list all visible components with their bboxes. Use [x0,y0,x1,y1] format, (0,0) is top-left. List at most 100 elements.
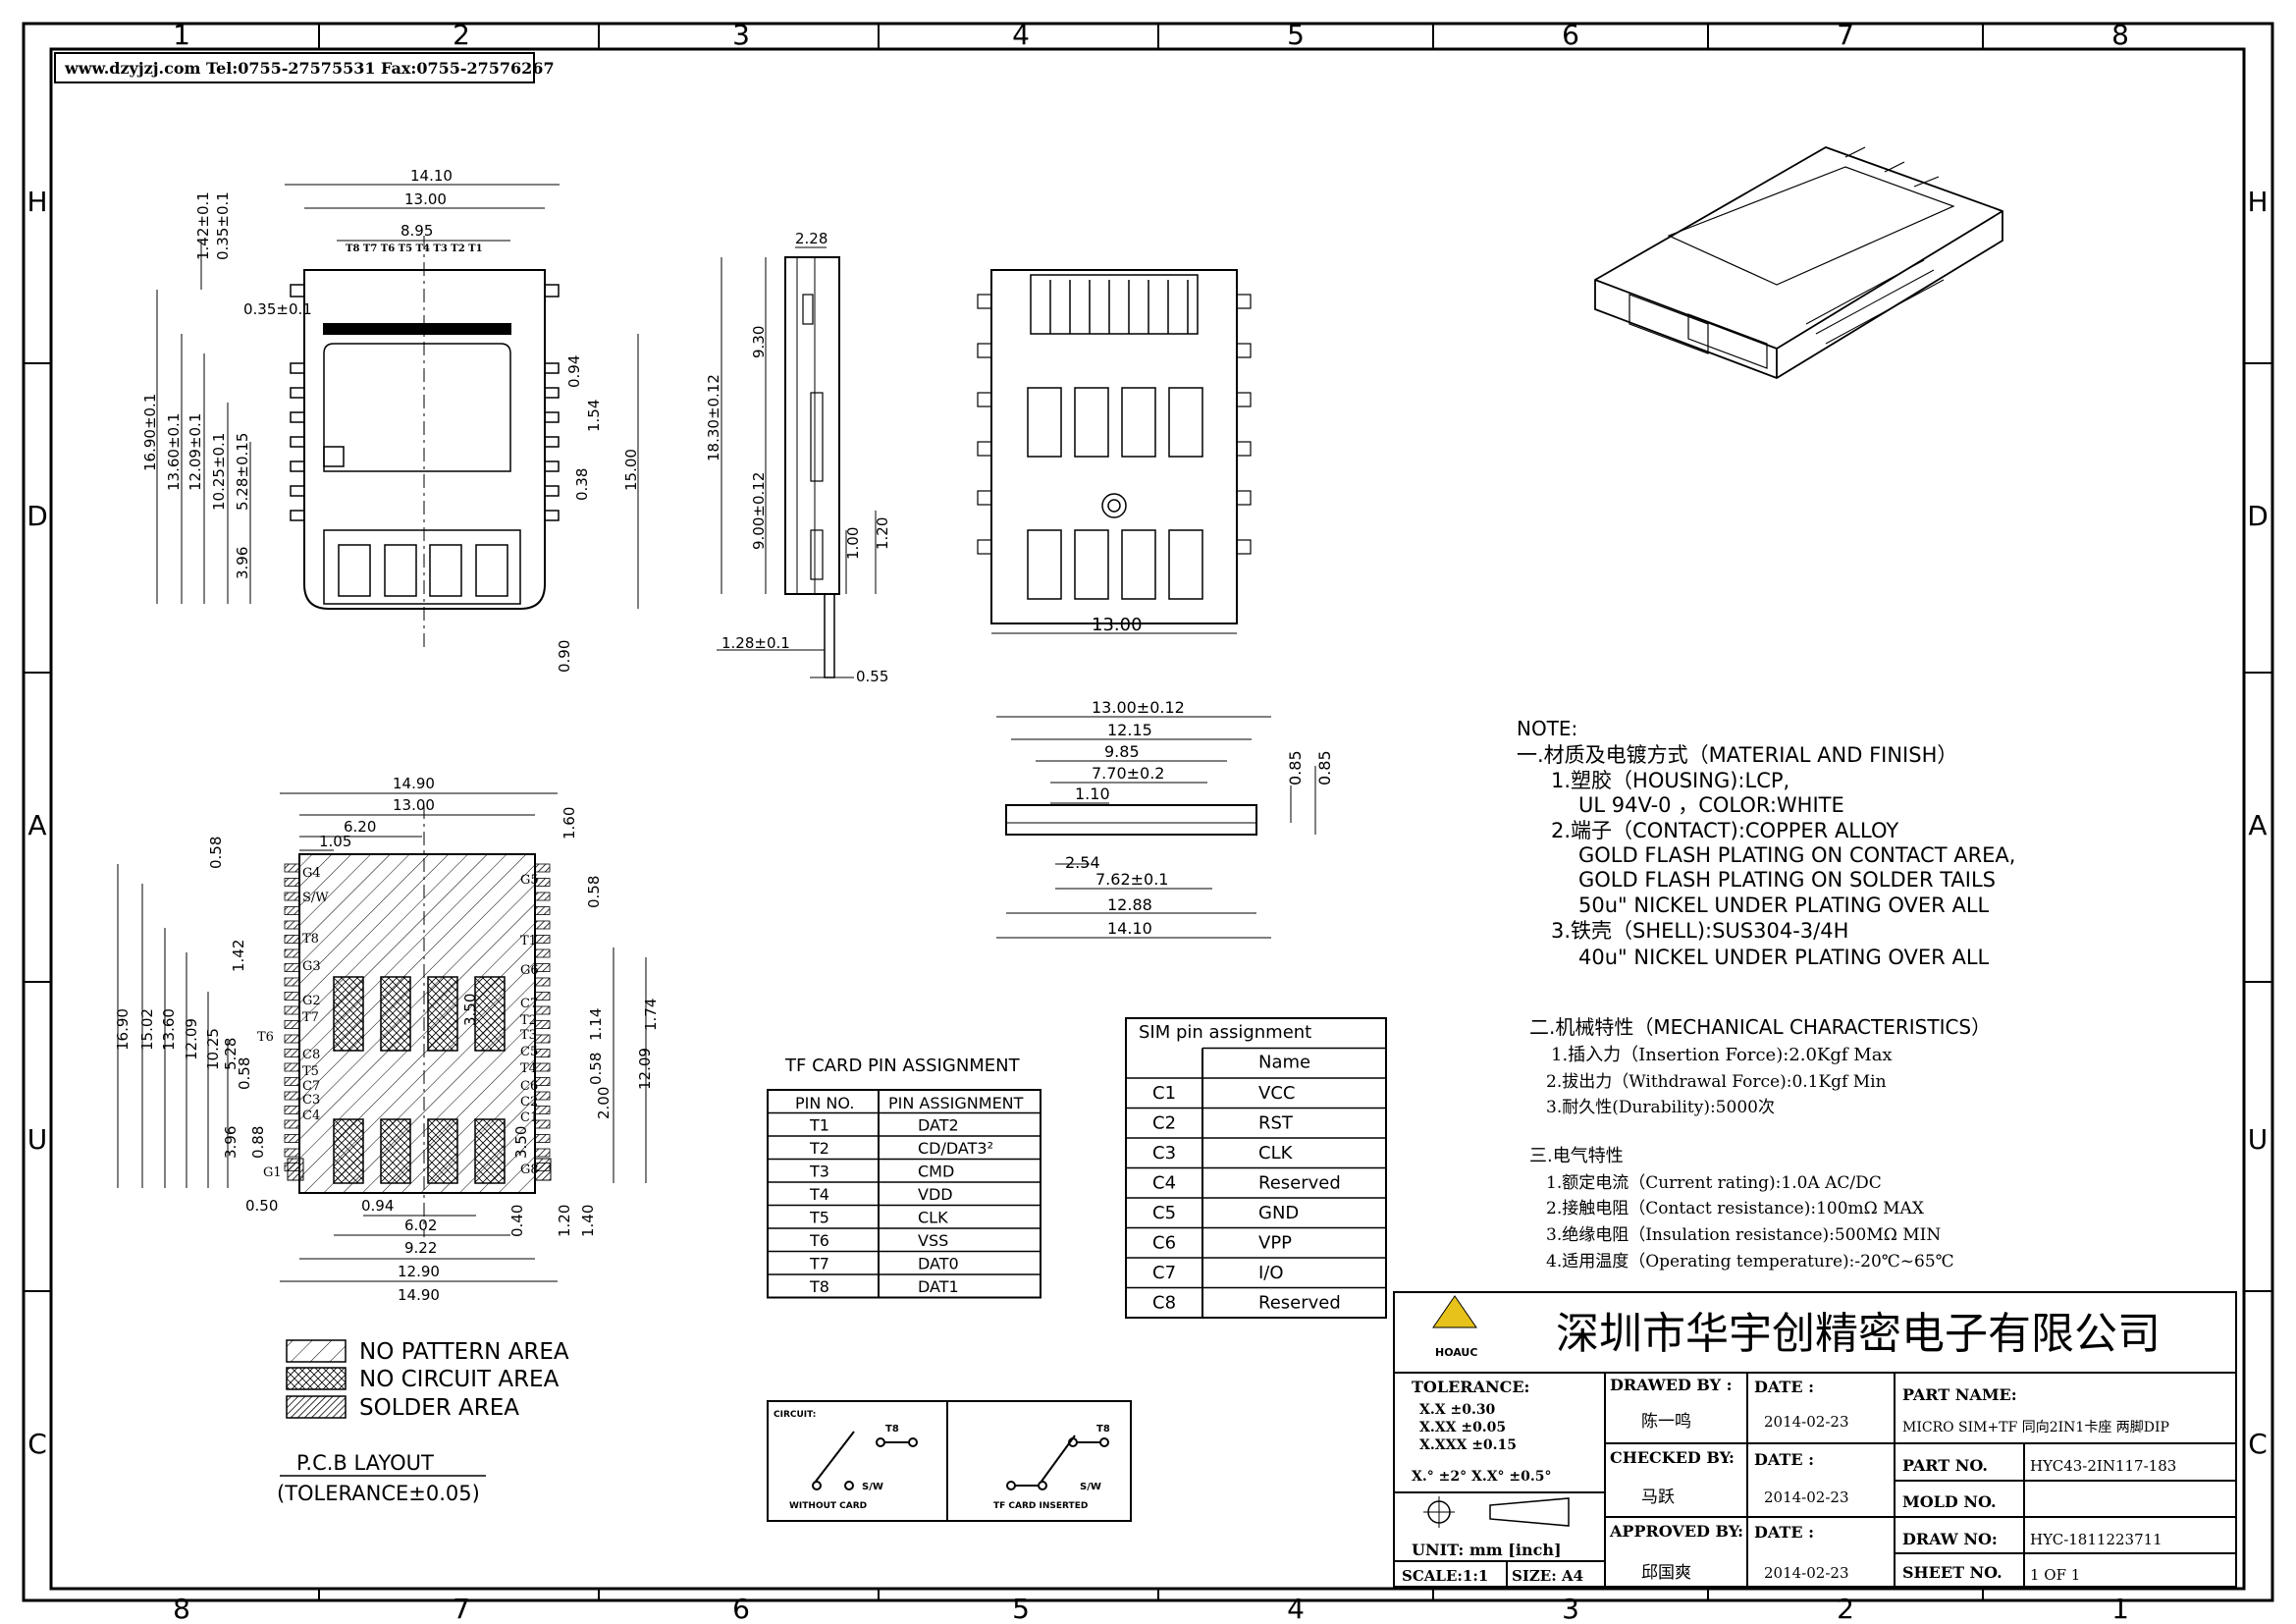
pcb-dimension: 1.05 [319,833,351,850]
row-label-right: D [2247,500,2269,532]
pcb-dimension: 14.90 [393,775,435,792]
tf-table-pin: T2 [809,1139,829,1158]
column-label-top: 7 [1837,19,1854,51]
date-value-2: 2014-02-23 [1764,1489,1848,1506]
top-view-dimension: 0.35±0.1 [243,300,312,318]
switch-left-caption: WITHOUT CARD [789,1501,867,1511]
sim-table-signal: Reserved [1258,1293,1341,1314]
sim-table-signal: CLK [1258,1143,1294,1164]
column-label-top: 8 [2111,19,2129,51]
sim-table-pin: C3 [1152,1143,1176,1164]
mold-no-label: MOLD NO. [1902,1492,1997,1511]
note-line: GOLD FLASH PLATING ON CONTACT AREA, [1578,843,2015,867]
isometric-view [1594,146,2003,379]
pcb-pin-label-right: G5 [520,873,539,888]
note-line: 40u" NICKEL UNDER PLATING OVER ALL [1578,946,1990,969]
note-line: GOLD FLASH PLATING ON SOLDER TAILS [1578,868,1996,892]
switch-right-t8: T8 [1096,1424,1110,1435]
part-name-label: PART NAME: [1902,1385,2017,1404]
pcb-dimension: 6.02 [404,1217,437,1234]
pcb-pin-label-left: S/W [302,891,329,905]
column-label-bottom: 2 [1837,1593,1854,1624]
pcb-pin-label-left: T5 [302,1064,319,1079]
pcb-pin-label-left: C4 [302,1109,320,1123]
sim-table-pin: C4 [1152,1173,1176,1194]
row-label-left: H [27,186,47,218]
pcb-pin-label-left: G3 [302,959,321,974]
pcb-dimension: 3.96 [222,1126,240,1159]
pcb-pin-label-left: G2 [302,994,321,1008]
column-label-top: 3 [732,19,750,51]
legend-no-circuit: NO CIRCUIT AREA [359,1367,560,1392]
top-view-dimension: 8.95 [400,222,433,240]
pcb-pin-label-right: C5 [520,1045,538,1059]
checked-by-value: 马跃 [1641,1488,1675,1507]
note-line: 1.插入力（Insertion Force):2.0Kgf Max [1551,1045,1893,1065]
tolerance-line-1: X.X ±0.30 [1419,1402,1496,1418]
tf-table-signal: DAT0 [918,1255,959,1273]
row-label-left: U [27,1123,48,1156]
tf-table-pin: T4 [809,1185,829,1204]
top-view-dimension: 13.00 [404,190,447,208]
pcb-dimension: 10.25 [204,1028,222,1070]
pcb-dimension: 12.09 [183,1018,200,1060]
pcb-pin-label-right: T2 [520,1013,537,1028]
pcb-dimension: 1.60 [561,807,578,839]
note-line: 3.耐久性(Durability):5000次 [1546,1098,1775,1117]
pcb-pin-label-right: G6 [520,963,539,978]
draw-no-value: HYC-1811223711 [2030,1531,2163,1548]
tf-table-signal: CMD [918,1163,954,1181]
approved-by-label: APPROVED BY: [1609,1522,1743,1541]
column-label-bottom: 3 [1562,1593,1579,1624]
pcb-dimension: 12.90 [398,1263,440,1280]
row-label-right: A [2248,809,2267,841]
tf-table-header-assignment: PIN ASSIGNMENT [888,1094,1024,1112]
side-view-dimension: 1.00 [844,527,862,560]
front-view-dimension: 13.00±0.12 [1092,698,1185,717]
tf-table-header-pin: PIN NO. [795,1094,854,1112]
pcb-pin-label-right: T4 [520,1061,537,1076]
sim-table-title: SIM pin assignment [1139,1022,1311,1043]
pcb-pin-label-right: C7 [520,997,538,1011]
column-label-bottom: 6 [732,1593,750,1624]
pcb-dimension: 1.74 [642,999,660,1031]
top-view-dimension: 13.60±0.1 [165,413,183,491]
pcb-dimension: 2.00 [595,1087,613,1119]
note-line: 50u" NICKEL UNDER PLATING OVER ALL [1578,893,1990,917]
front-view-dimension: 2.54 [1065,853,1100,872]
column-label-top: 2 [453,19,470,51]
switch-circuit-label: CIRCUIT: [774,1410,816,1420]
tf-table-pin: T8 [809,1277,829,1296]
drawn-by-label: DRAWED BY : [1610,1376,1733,1394]
column-label-top: 1 [173,19,190,51]
sim-table-signal: GND [1258,1203,1299,1223]
pcb-dimension: 3.50 [461,994,479,1026]
side-view-dimension: 9.30 [750,326,768,358]
note-line: 4.适用温度（Operating temperature):-20℃~65℃ [1546,1252,1954,1272]
part-no-value: HYC43-2IN117-183 [2030,1457,2176,1475]
sim-table-signal: Reserved [1258,1173,1341,1194]
legend: NO PATTERN AREA NO CIRCUIT AREA SOLDER A… [277,1339,569,1505]
top-view-dimension: 1.42±0.1 [194,191,212,260]
note-line: 一.材质及电镀方式（MATERIAL AND FINISH） [1517,743,1957,767]
notes: NOTE:一.材质及电镀方式（MATERIAL AND FINISH）1.塑胶（… [1517,717,2015,1272]
pcb-dimension: 13.00 [393,796,435,814]
sim-table-signal: VPP [1258,1233,1292,1254]
row-label-right: C [2248,1428,2268,1460]
tf-table-signal: VSS [918,1231,948,1250]
pcb-dimension: 3.50 [512,1126,530,1159]
pcb-pin-label-right: T1 [520,934,537,948]
sim-table-pin: C5 [1152,1203,1176,1223]
size-label: SIZE: A4 [1512,1567,1583,1585]
front-view-dimension: 7.70±0.2 [1092,764,1164,783]
sim-table-pin: C2 [1152,1113,1176,1134]
note-line: 2.拔出力（Withdrawal Force):0.1Kgf Min [1546,1072,1887,1092]
top-view-dimension: 0.35±0.1 [214,191,232,260]
pcb-pin-label-left: C3 [302,1093,320,1108]
pcb-pin-label-left: T6 [257,1030,274,1045]
column-label-bottom: 4 [1287,1593,1305,1624]
part-no-label: PART NO. [1902,1456,1988,1475]
date-value-3: 2014-02-23 [1764,1564,1848,1582]
